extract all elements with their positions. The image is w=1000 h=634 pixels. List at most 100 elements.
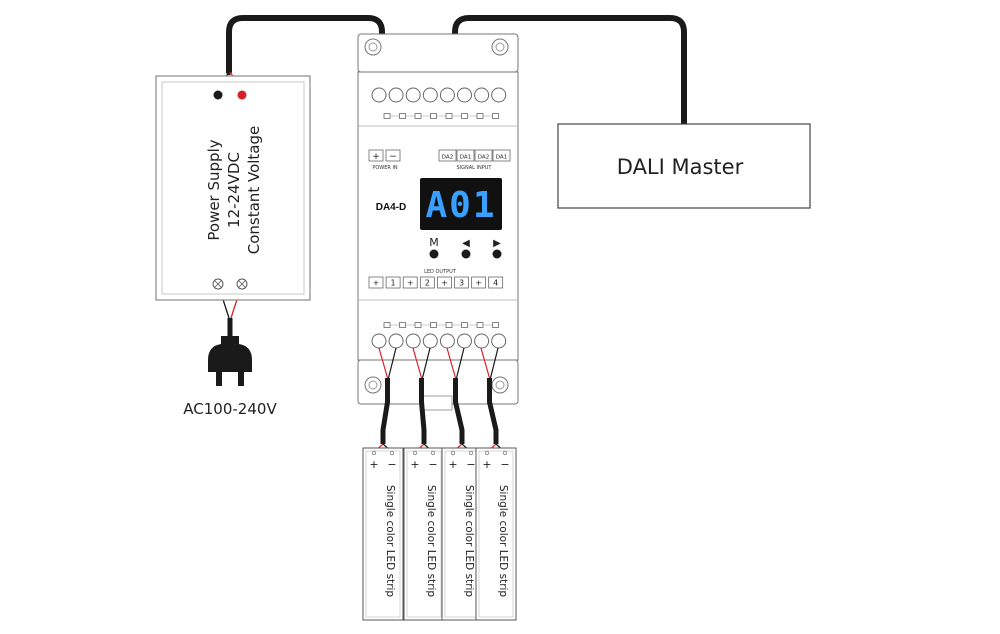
signal-terminal-da1-a: DA1 (460, 155, 471, 161)
right-arrow-icon: ▶ (493, 238, 501, 249)
top-terminal-screw-7 (474, 87, 490, 103)
bottom-terminal-screw-4 (422, 333, 438, 349)
output-terminal-4: 2 (425, 279, 430, 288)
output-terminal-8: 4 (493, 279, 498, 288)
strip-label: Single color LED strip (425, 485, 437, 598)
dali-controller: + − POWER IN DA2 DA1 DA2 DA1 SIGNAL INPU… (357, 33, 519, 411)
led-strips: +−Single color LED strip+−Single color L… (362, 447, 517, 621)
strip-plus-label: + (369, 458, 378, 471)
top-terminal-screw-1 (371, 87, 387, 103)
bottom-terminal-screw-6 (457, 333, 472, 349)
dali-master-label: DALI Master (617, 155, 744, 179)
digital-display (420, 178, 502, 230)
indicator-dot (492, 113, 499, 119)
indicator-dot (476, 113, 484, 119)
indicator-dot (461, 113, 468, 119)
menu-button-label: M (429, 236, 439, 249)
psu-ac-terminal-l (212, 278, 224, 290)
led-output-label: LED OUTPUT (424, 269, 457, 275)
indicator-dot (399, 322, 406, 328)
ac-plug-icon (208, 336, 252, 386)
bottom-terminal-screw-5 (439, 333, 455, 349)
output-terminal-3: + (407, 279, 414, 288)
bottom-terminal-block (371, 333, 507, 349)
psu-label-line2: 12-24VDC (225, 152, 243, 228)
bottom-terminal-screw-8 (491, 333, 507, 349)
bottom-terminal-screw-1 (371, 333, 387, 349)
indicator-dot (445, 113, 453, 119)
signal-terminal-da2-a: DA2 (442, 155, 453, 161)
top-indicator-strip (383, 113, 499, 119)
strip-plus-label: + (482, 458, 491, 471)
strip-plus-label: + (410, 458, 419, 471)
signal-terminal-da1-b: DA1 (496, 155, 507, 161)
bottom-indicator-strip (383, 322, 499, 328)
left-button[interactable]: ◀ (461, 238, 471, 259)
psu-ac-terminal-n (236, 278, 248, 290)
strip-label: Single color LED strip (463, 485, 475, 598)
power-terminal-minus: − (389, 152, 397, 162)
top-terminal-screw-3 (405, 87, 421, 103)
strip-minus-label: − (466, 458, 475, 471)
mount-hole-bottom-right (491, 376, 509, 394)
top-terminal-screw-8 (491, 87, 507, 103)
right-button[interactable]: ▶ (492, 238, 502, 259)
strip-label: Single color LED strip (497, 485, 509, 598)
top-terminal-screw-5 (439, 87, 455, 103)
strip-minus-label: − (428, 458, 437, 471)
menu-button[interactable]: M (429, 236, 439, 259)
led-strip-2: +− Single color LED strip (403, 447, 445, 621)
indicator-dot (414, 322, 422, 328)
indicator-dot (383, 113, 391, 119)
psu-label-line3: Constant Voltage (245, 126, 263, 254)
led-strip-1: +− Single color LED strip (362, 447, 404, 621)
indicator-dot (461, 322, 468, 328)
output-terminal-5: + (441, 279, 448, 288)
top-terminal-screw-6 (457, 87, 472, 103)
ac-voltage-label: AC100-240V (183, 400, 277, 418)
power-in-terminals: + − POWER IN (368, 149, 401, 171)
bottom-terminal-screw-3 (405, 333, 421, 349)
top-terminal-block (371, 87, 507, 103)
strip-minus-label: − (387, 458, 396, 471)
indicator-dot (445, 322, 453, 328)
strip-label: Single color LED strip (384, 485, 396, 598)
strip-minus-label: − (500, 458, 509, 471)
output-terminal-1: + (373, 279, 380, 288)
controller-model: DA4-D (376, 202, 407, 213)
strip-plus-label: + (448, 458, 457, 471)
indicator-dot (399, 113, 406, 119)
psu-positive-terminal (237, 90, 247, 100)
power-in-label: POWER IN (372, 165, 398, 171)
bottom-terminal-screw-7 (474, 333, 490, 349)
indicator-dot (476, 322, 484, 328)
output-terminal-2: 1 (391, 279, 396, 288)
indicator-dot (492, 322, 499, 328)
signal-input-terminals: DA2 DA1 DA2 DA1 SIGNAL INPUT (438, 149, 511, 171)
bottom-terminal-screw-2 (388, 333, 404, 349)
signal-input-label: SIGNAL INPUT (456, 165, 492, 171)
led-strip-3: +− Single color LED strip (441, 447, 483, 621)
cable-psu-to-controller (226, 15, 385, 75)
left-arrow-icon: ◀ (462, 238, 470, 249)
output-terminal-7: + (475, 279, 482, 288)
mount-hole-top-left (364, 38, 382, 56)
cable-dali-to-controller (452, 15, 687, 127)
mount-hole-bottom-left (364, 376, 382, 394)
display-readout: A01 (425, 185, 496, 226)
top-terminal-screw-2 (388, 87, 404, 103)
power-supply: Power Supply 12-24VDC Constant Voltage (155, 75, 311, 301)
led-strip-4: +− Single color LED strip (475, 447, 517, 621)
led-strip-cables (373, 347, 506, 453)
indicator-dot (383, 322, 391, 328)
signal-terminal-da2-b: DA2 (478, 155, 489, 161)
indicator-dot (430, 113, 437, 119)
led-output-terminals: +1 +2 +3 +4 (368, 276, 504, 289)
output-terminal-6: 3 (459, 279, 464, 288)
top-terminal-screw-4 (422, 87, 438, 103)
power-terminal-plus: + (372, 152, 380, 162)
dali-master: DALI Master (557, 123, 811, 209)
psu-label-line1: Power Supply (205, 139, 223, 240)
indicator-dot (414, 113, 422, 119)
